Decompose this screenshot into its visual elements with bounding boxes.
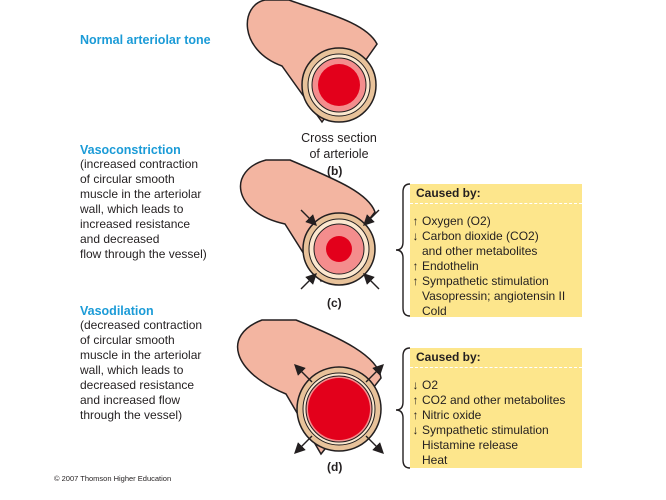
dilation-causes-box: Caused by: ↓O2↑CO2 and other metabolites…	[410, 348, 582, 468]
constriction-arrows	[300, 209, 380, 290]
dilated-vessel	[236, 319, 384, 456]
up-arrow-icon: ↑	[412, 259, 419, 273]
cause-item: ↑Oxygen (O2)	[410, 214, 582, 229]
cause-item: ↓Carbon dioxide (CO2)	[410, 229, 582, 244]
down-arrow-icon: ↓	[412, 423, 419, 437]
cause-text: Oxygen (O2)	[422, 214, 491, 228]
arrow-spacer	[410, 438, 421, 453]
cause-text: Sympathetic stimulation	[422, 423, 549, 437]
dilation-brace	[395, 347, 411, 469]
cause-item: ↑Sympathetic stimulation	[410, 274, 582, 289]
dilation-arrows	[294, 364, 384, 454]
cause-item: ↓Sympathetic stimulation	[410, 423, 582, 438]
cause-text: Cold	[422, 304, 447, 318]
cause-text: Heat	[422, 453, 448, 467]
cause-text: Carbon dioxide (CO2)	[422, 229, 539, 243]
cause-text: O2	[422, 378, 439, 392]
up-arrow-icon: ↑	[412, 408, 419, 422]
up-arrow-icon: ↑	[412, 393, 419, 407]
cause-item: ↓O2	[410, 378, 582, 393]
cause-text: Nitric oxide	[422, 408, 482, 422]
constriction-caused-by-title: Caused by:	[416, 186, 481, 200]
cause-text: CO2 and other metabolites	[422, 393, 566, 407]
cause-item: ↑Nitric oxide	[410, 408, 582, 423]
down-arrow-icon: ↓	[412, 378, 419, 392]
arrow-spacer	[410, 244, 421, 259]
cause-item: Heat	[410, 453, 582, 468]
vasodilation-description: (decreased contraction of circular smoot…	[80, 318, 203, 422]
cause-item: ↑Endothelin	[410, 259, 582, 274]
vasoconstriction-heading: Vasoconstriction	[80, 143, 181, 157]
cause-item: Histamine release	[410, 438, 582, 453]
cause-item: ↑CO2 and other metabolites	[410, 393, 582, 408]
cross-section-caption: Cross section of arteriole	[301, 131, 377, 161]
cause-text: Vasopressin; angiotensin II	[422, 289, 566, 303]
vasoconstriction-description: (increased contraction of circular smoot…	[80, 157, 207, 261]
cause-text: Histamine release	[422, 438, 519, 452]
normal-vessel	[246, 0, 378, 124]
up-arrow-icon: ↑	[412, 274, 419, 288]
cause-text: Sympathetic stimulation	[422, 274, 549, 288]
constriction-brace	[395, 183, 411, 317]
dilation-causes-list: ↓O2↑CO2 and other metabolites↑Nitric oxi…	[410, 378, 582, 468]
cause-item: and other metabolites	[410, 244, 582, 259]
cause-text: Endothelin	[422, 259, 479, 273]
cause-item: Vasopressin; angiotensin II	[410, 289, 582, 304]
constricted-vessel	[239, 159, 380, 290]
panel-label-b: (b)	[327, 164, 343, 178]
arrow-spacer	[410, 304, 421, 319]
arrow-spacer	[410, 453, 421, 468]
down-arrow-icon: ↓	[412, 229, 419, 243]
dilation-caused-by-title: Caused by:	[416, 350, 481, 364]
constriction-causes-box: Caused by: ↑Oxygen (O2)↓Carbon dioxide (…	[410, 184, 582, 319]
arrow-spacer	[410, 289, 421, 304]
vasodilation-heading: Vasodilation	[80, 304, 154, 318]
constriction-causes-list: ↑Oxygen (O2)↓Carbon dioxide (CO2)and oth…	[410, 214, 582, 319]
panel-label-c: (c)	[327, 296, 342, 310]
copyright-notice: © 2007 Thomson Higher Education	[54, 474, 172, 483]
cause-text: and other metabolites	[422, 244, 538, 258]
cause-item: Cold	[410, 304, 582, 319]
panel-label-d: (d)	[327, 460, 343, 474]
up-arrow-icon: ↑	[412, 214, 419, 228]
normal-heading: Normal arteriolar tone	[80, 33, 211, 47]
